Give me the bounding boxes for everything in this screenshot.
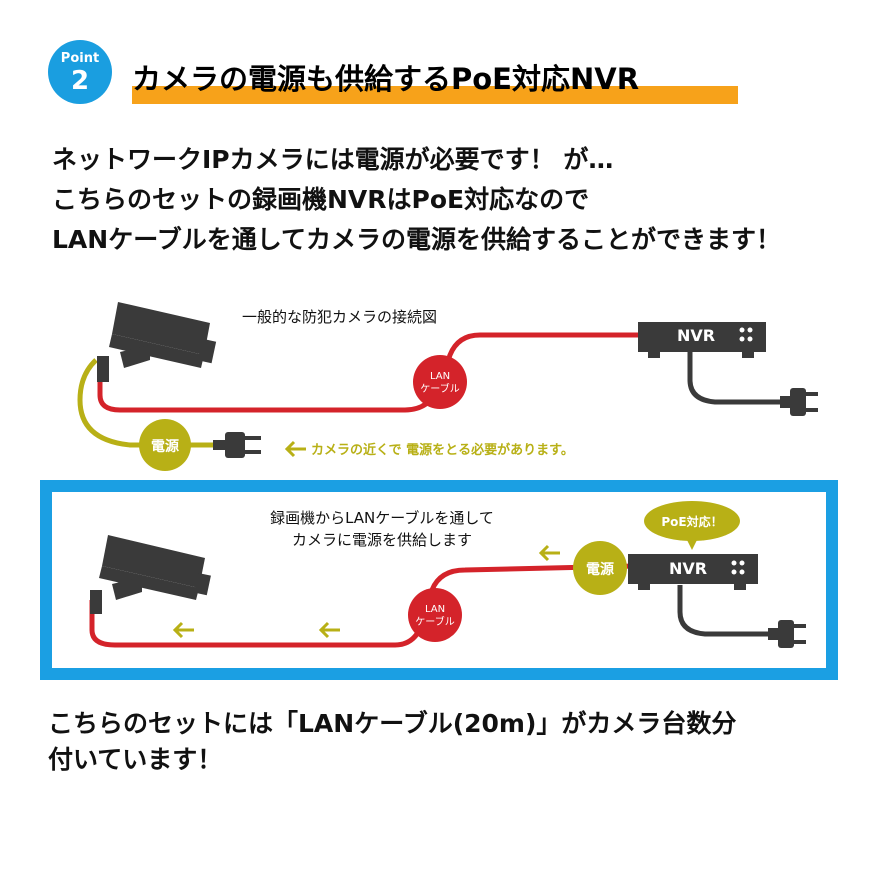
left-arrow-icon (318, 621, 340, 639)
power-label-bottom: 電源 (586, 561, 614, 578)
poe-connection-diagram: 録画機からLANケーブルを通して カメラに電源を供給します PoE対応！ 電源 … (89, 501, 806, 648)
power-note: カメラの近くで 電源をとる必要があります。 (311, 442, 574, 458)
nvr-power-cord-bottom (677, 585, 770, 637)
intro-line-3: LANケーブルを通してカメラの電源を供給することができます！ (52, 225, 781, 254)
left-arrow-icon (538, 544, 560, 562)
intro-line-2: こちらのセットの録画機NVRはPoE対応なので (52, 185, 590, 214)
nvr-device (638, 322, 766, 358)
power-label-top: 電源 (151, 438, 179, 455)
title-underline (132, 86, 738, 104)
camera-icon (97, 302, 217, 382)
poe-speech-bubble (644, 501, 740, 550)
badge-word: Point (60, 51, 100, 66)
badge-number: 2 (70, 66, 90, 96)
lan-cable-circle (408, 588, 462, 642)
point-badge: Point 2 (48, 40, 112, 104)
lan-cable-circle (413, 355, 467, 409)
lan-cable-label-top-1: LAN (430, 371, 450, 382)
nvr-device (628, 554, 758, 590)
standard-connection-diagram: 一般的な防犯カメラの接続図 NVR LAN ケーブル 電源 カメラの近くで 電源… (77, 302, 818, 471)
nvr-power-plug-icon (780, 388, 818, 416)
lan-cable-label-bottom-2: ケーブル (415, 615, 454, 628)
power-source-circle (573, 541, 627, 595)
nvr-label-bottom: NVR (669, 559, 707, 578)
nvr-label-top: NVR (677, 326, 715, 345)
left-arrow-icon (284, 440, 306, 458)
left-arrow-icon (172, 621, 194, 639)
power-source-circle (139, 419, 191, 471)
lan-cable-bottom (89, 563, 636, 648)
intro-line-1: ネットワークIPカメラには電源が必要です！ が… (52, 145, 614, 174)
poe-bubble-label: PoE対応！ (661, 514, 722, 529)
footer-line-2: 付いています！ (48, 745, 223, 774)
power-cable-top (77, 358, 215, 448)
lan-cable-label-bottom-1: LAN (425, 604, 445, 615)
footer-line-1: こちらのセットには「LANケーブル(20m)」がカメラ台数分 (48, 709, 737, 738)
nvr-power-plug-icon (768, 620, 806, 648)
diagram-bottom-caption-1: 録画機からLANケーブルを通して (270, 509, 494, 527)
diagram-top-caption: 一般的な防犯カメラの接続図 (242, 308, 437, 326)
page-title: カメラの電源も供給するPoE対応NVR (132, 62, 640, 96)
power-plug-icon (213, 432, 261, 458)
lan-cable-label-top-2: ケーブル (420, 382, 459, 395)
nvr-power-cord-top (687, 352, 785, 405)
diagram-bottom-caption-2: カメラに電源を供給します (292, 531, 472, 549)
camera-icon (90, 535, 211, 614)
